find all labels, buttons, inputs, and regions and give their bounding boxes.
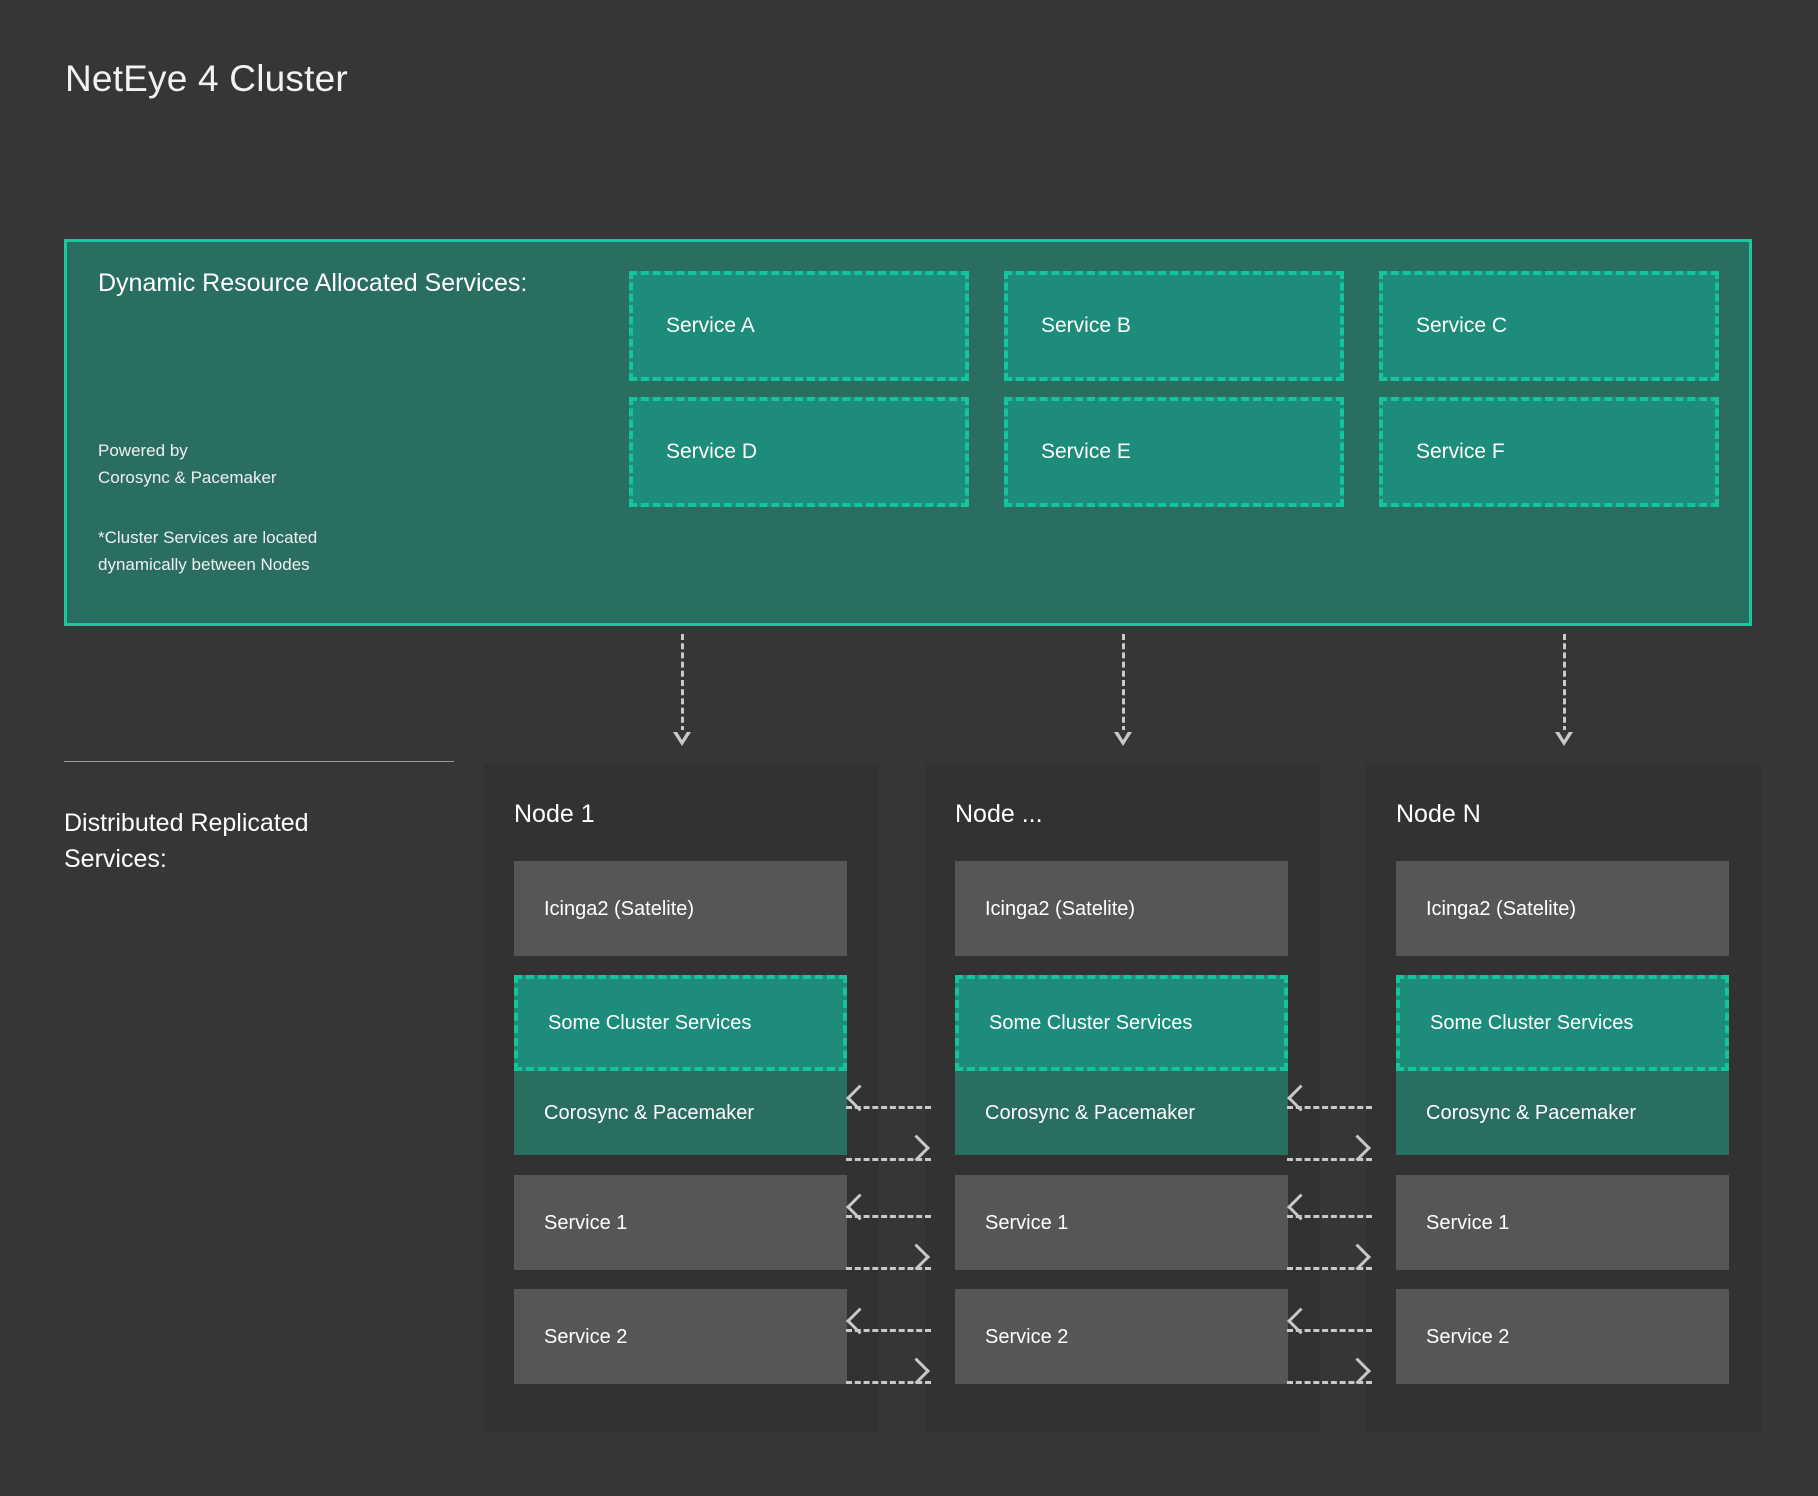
node-3-some-cluster-services[interactable]: Some Cluster Services xyxy=(1396,975,1729,1071)
node-1-icinga2-satelite[interactable]: Icinga2 (Satelite) xyxy=(514,861,847,956)
node-3-title: Node N xyxy=(1396,800,1481,829)
dynamic-resource-panel: Dynamic Resource Allocated Services: Pow… xyxy=(64,239,1752,626)
connector-line xyxy=(1287,1215,1372,1218)
connector-line xyxy=(1287,1267,1372,1270)
node-3-corosync-pacemaker[interactable]: Corosync & Pacemaker xyxy=(1396,1071,1729,1155)
arrow-left-icon xyxy=(846,1329,931,1331)
arrow-left-icon xyxy=(846,1215,931,1217)
connector-panel-to-node-1 xyxy=(681,634,684,746)
node-column-2: Node ... Icinga2 (Satelite) Some Cluster… xyxy=(925,763,1320,1433)
dynamic-service-a[interactable]: Service A xyxy=(629,271,969,381)
powered-by-line2: Corosync & Pacemaker xyxy=(98,464,277,491)
node-3-service-1[interactable]: Service 1 xyxy=(1396,1175,1729,1270)
connector-line xyxy=(1287,1381,1372,1384)
cluster-services-note-line2: dynamically between Nodes xyxy=(98,551,317,578)
node-2-corosync-pacemaker[interactable]: Corosync & Pacemaker xyxy=(955,1071,1288,1155)
connector-line xyxy=(1563,634,1566,732)
arrow-left-icon xyxy=(1287,1215,1372,1217)
connector-line xyxy=(846,1106,931,1109)
node-1-some-cluster-services[interactable]: Some Cluster Services xyxy=(514,975,847,1071)
node-1-service-stack: Icinga2 (Satelite) Some Cluster Services… xyxy=(514,861,847,1384)
connector-node2-node3-service2 xyxy=(1287,1329,1372,1414)
dynamic-services-grid: Service A Service B Service C Service D … xyxy=(629,271,1719,507)
distributed-replicated-services-label: Distributed Replicated Services: xyxy=(64,805,444,877)
dynamic-service-d[interactable]: Service D xyxy=(629,397,969,507)
node-1-service-1[interactable]: Service 1 xyxy=(514,1175,847,1270)
node-3-service-2[interactable]: Service 2 xyxy=(1396,1289,1729,1384)
node-3-icinga2-satelite[interactable]: Icinga2 (Satelite) xyxy=(1396,861,1729,956)
connector-node1-node2-service2 xyxy=(846,1329,931,1414)
node-2-icinga2-satelite[interactable]: Icinga2 (Satelite) xyxy=(955,861,1288,956)
connector-panel-to-node-2 xyxy=(1122,634,1125,746)
section-divider xyxy=(64,761,454,762)
dynamic-service-c[interactable]: Service C xyxy=(1379,271,1719,381)
arrow-right-icon xyxy=(846,1158,931,1160)
node-2-service-1[interactable]: Service 1 xyxy=(955,1175,1288,1270)
dynamic-service-b[interactable]: Service B xyxy=(1004,271,1344,381)
dynamic-panel-text-block: Dynamic Resource Allocated Services: xyxy=(98,266,558,300)
repl-label-line2: Services: xyxy=(64,841,444,877)
connector-node2-node3-service1 xyxy=(1287,1215,1372,1300)
arrow-left-icon xyxy=(1287,1106,1372,1108)
arrow-right-icon xyxy=(1287,1267,1372,1269)
repl-label-line1: Distributed Replicated xyxy=(64,805,444,841)
node-2-title: Node ... xyxy=(955,800,1043,829)
powered-by-block: Powered by Corosync & Pacemaker xyxy=(98,437,277,491)
node-1-corosync-pacemaker[interactable]: Corosync & Pacemaker xyxy=(514,1071,847,1155)
node-2-some-cluster-services[interactable]: Some Cluster Services xyxy=(955,975,1288,1071)
cluster-services-note: *Cluster Services are located dynamicall… xyxy=(98,524,317,578)
node-column-1: Node 1 Icinga2 (Satelite) Some Cluster S… xyxy=(484,763,879,1433)
connector-line xyxy=(846,1158,931,1161)
dynamic-service-e[interactable]: Service E xyxy=(1004,397,1344,507)
arrow-right-icon xyxy=(846,1267,931,1269)
connector-panel-to-node-3 xyxy=(1563,634,1566,746)
dynamic-service-f[interactable]: Service F xyxy=(1379,397,1719,507)
connector-line xyxy=(681,634,684,732)
connector-line xyxy=(1122,634,1125,732)
connector-line xyxy=(1287,1106,1372,1109)
connector-line xyxy=(846,1381,931,1384)
arrow-down-icon xyxy=(1555,732,1573,746)
cluster-services-note-line1: *Cluster Services are located xyxy=(98,524,317,551)
node-1-title: Node 1 xyxy=(514,800,595,829)
connector-line xyxy=(846,1267,931,1270)
connector-node1-node2-corosync xyxy=(846,1106,931,1191)
node-2-service-2[interactable]: Service 2 xyxy=(955,1289,1288,1384)
arrow-down-icon xyxy=(1114,732,1132,746)
arrow-right-icon xyxy=(1287,1158,1372,1160)
connector-line xyxy=(846,1215,931,1218)
arrow-right-icon xyxy=(846,1381,931,1383)
connector-node1-node2-service1 xyxy=(846,1215,931,1300)
connector-node2-node3-corosync xyxy=(1287,1106,1372,1191)
arrow-down-icon xyxy=(673,732,691,746)
node-3-service-stack: Icinga2 (Satelite) Some Cluster Services… xyxy=(1396,861,1729,1384)
page-title: NetEye 4 Cluster xyxy=(65,58,348,100)
connector-line xyxy=(846,1329,931,1332)
node-2-service-stack: Icinga2 (Satelite) Some Cluster Services… xyxy=(955,861,1288,1384)
connector-line xyxy=(1287,1329,1372,1332)
arrow-left-icon xyxy=(1287,1329,1372,1331)
connector-line xyxy=(1287,1158,1372,1161)
powered-by-line1: Powered by xyxy=(98,437,277,464)
node-1-service-2[interactable]: Service 2 xyxy=(514,1289,847,1384)
node-column-3: Node N Icinga2 (Satelite) Some Cluster S… xyxy=(1366,763,1761,1433)
arrow-right-icon xyxy=(1287,1381,1372,1383)
dynamic-panel-heading: Dynamic Resource Allocated Services: xyxy=(98,266,558,300)
arrow-left-icon xyxy=(846,1106,931,1108)
